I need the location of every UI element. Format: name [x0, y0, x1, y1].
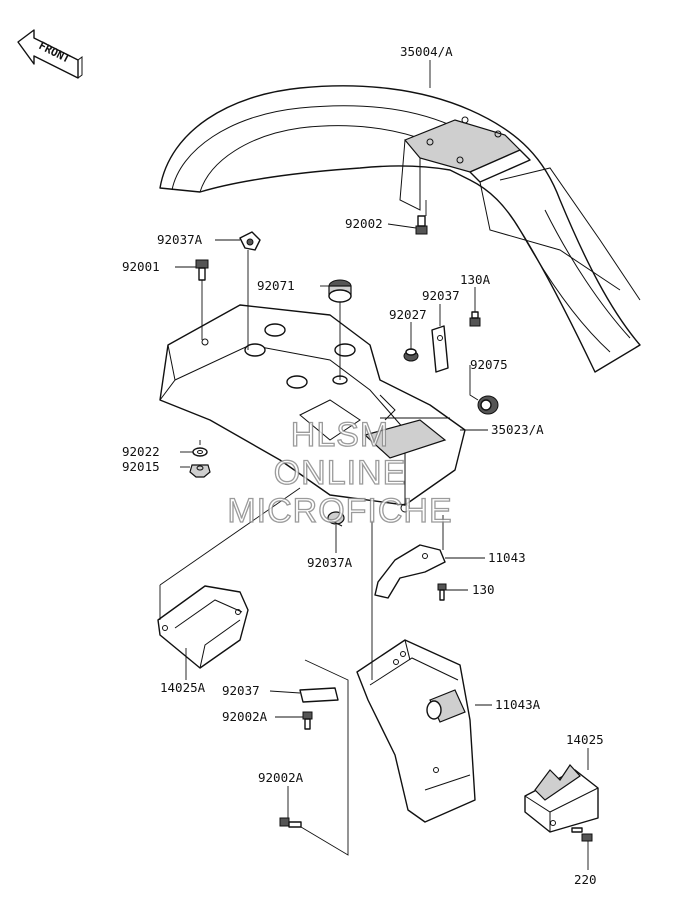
bracket-11043a: [356, 639, 476, 823]
label-11043a: 11043A: [495, 697, 541, 712]
label-92022: 92022: [122, 444, 160, 459]
label-92002a-b: 92002A: [258, 770, 304, 785]
label-92015: 92015: [122, 459, 160, 474]
bracket-11043: [374, 544, 447, 601]
label-92002: 92002: [345, 216, 383, 231]
label-11043: 11043: [488, 550, 526, 565]
plate-92037-top: [431, 325, 449, 373]
washer-92022: [192, 447, 208, 457]
label-92002a-a: 92002A: [222, 709, 268, 724]
watermark-line-1: HLSM: [291, 416, 389, 454]
plate-92037-low: [299, 687, 339, 703]
label-14025: 14025: [566, 732, 604, 747]
label-92071: 92071: [257, 278, 295, 293]
label-92001: 92001: [122, 259, 160, 274]
front-arrow-icon: FRONT: [17, 29, 83, 79]
watermark: HLSM ONLINE MICROFICHE: [227, 415, 453, 530]
leader-lines: [159, 60, 589, 870]
label-92037a-top: 92037A: [157, 232, 203, 247]
label-14025a: 14025A: [160, 680, 206, 695]
label-92037a-mid: 92037A: [307, 555, 353, 570]
label-35004a: 35004/A: [400, 44, 453, 59]
bolt-92001: [195, 259, 209, 281]
label-35023a: 35023/A: [491, 422, 544, 437]
nut-92015: [189, 464, 211, 478]
watermark-line-2: ONLINE: [274, 454, 407, 492]
grommet-92071: [328, 279, 352, 303]
label-130: 130: [472, 582, 495, 597]
part-labels: 35004/A 92037A 92001 92002 92071 130A 92…: [122, 44, 604, 887]
label-92037-top: 92037: [422, 288, 460, 303]
label-92037-low: 92037: [222, 683, 260, 698]
rear-fender: [159, 85, 641, 373]
label-92027: 92027: [389, 307, 427, 322]
grommet-92075: [477, 395, 499, 415]
clip-92037a-mid: [327, 511, 345, 527]
nut-92027: [403, 348, 419, 362]
bolt-92002: [415, 215, 428, 235]
guard-14025a: [157, 585, 249, 669]
label-220: 220: [574, 872, 597, 887]
reflector-14025: [524, 764, 599, 842]
clip-92037a-top: [239, 231, 261, 251]
fender-bracket: [159, 304, 466, 513]
label-92075: 92075: [470, 357, 508, 372]
bolt-92002a-b: [279, 817, 302, 828]
bolt-130a: [469, 311, 481, 327]
watermark-line-3: MICROFICHE: [227, 492, 452, 530]
bolt-92002a-a: [302, 711, 313, 730]
label-130a: 130A: [460, 272, 491, 287]
